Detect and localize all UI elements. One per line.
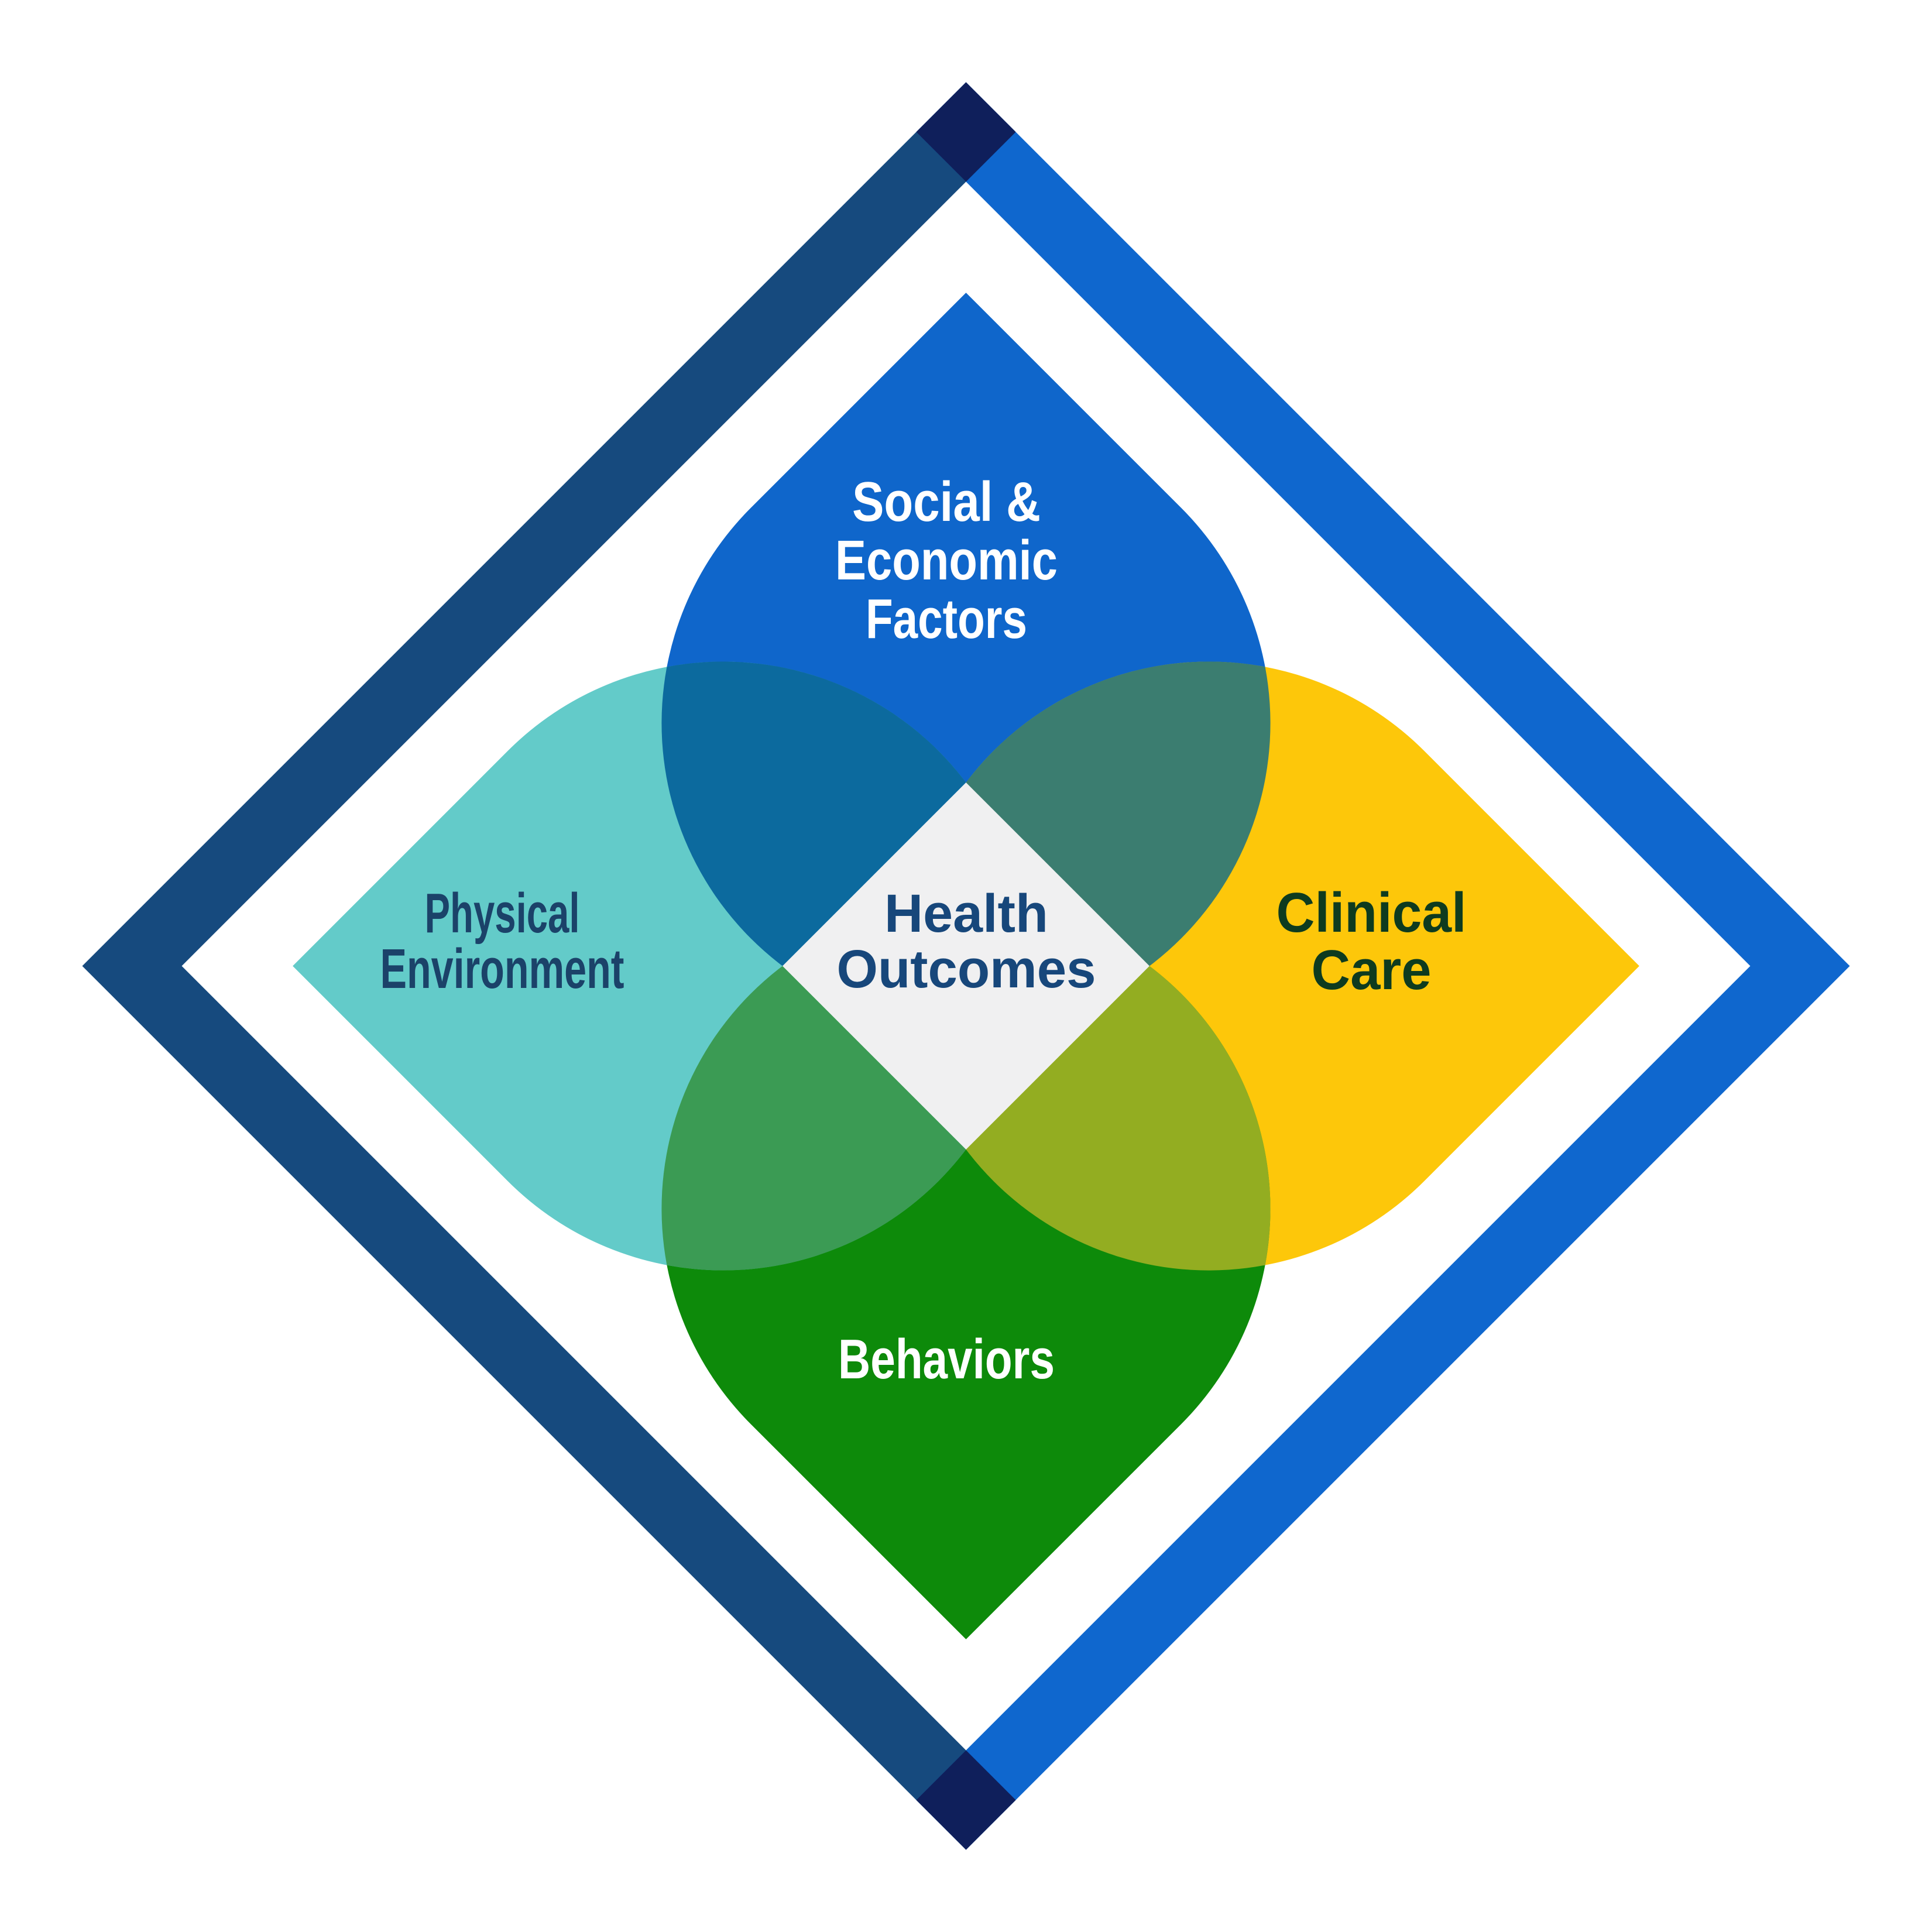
label-social: Social & Economic Factors bbox=[835, 471, 1058, 650]
center-diamond bbox=[783, 783, 1149, 1149]
label-behaviors-line1: Behaviors bbox=[838, 1328, 1055, 1391]
frame-corner-overlap-top bbox=[916, 82, 1016, 182]
label-clinical-line2: Care bbox=[1312, 939, 1432, 1001]
label-behaviors: Behaviors bbox=[838, 1328, 1055, 1391]
label-physical-line1: Physical bbox=[425, 882, 580, 945]
frame-corner-overlap-bottom bbox=[916, 1750, 1016, 1850]
label-health-outcomes: Health Outcomes bbox=[837, 884, 1096, 999]
label-social-line1: Social & bbox=[852, 471, 1041, 533]
label-physical-line2: Environment bbox=[380, 938, 624, 1000]
label-clinical: Clinical Care bbox=[1276, 881, 1467, 1001]
label-social-line3: Factors bbox=[866, 588, 1027, 650]
label-clinical-line1: Clinical bbox=[1276, 881, 1467, 944]
label-physical: Physical Environment bbox=[380, 882, 624, 1000]
label-social-line2: Economic bbox=[835, 529, 1058, 592]
label-health-outcomes-line1: Health bbox=[884, 884, 1048, 943]
label-health-outcomes-line2: Outcomes bbox=[837, 939, 1096, 999]
